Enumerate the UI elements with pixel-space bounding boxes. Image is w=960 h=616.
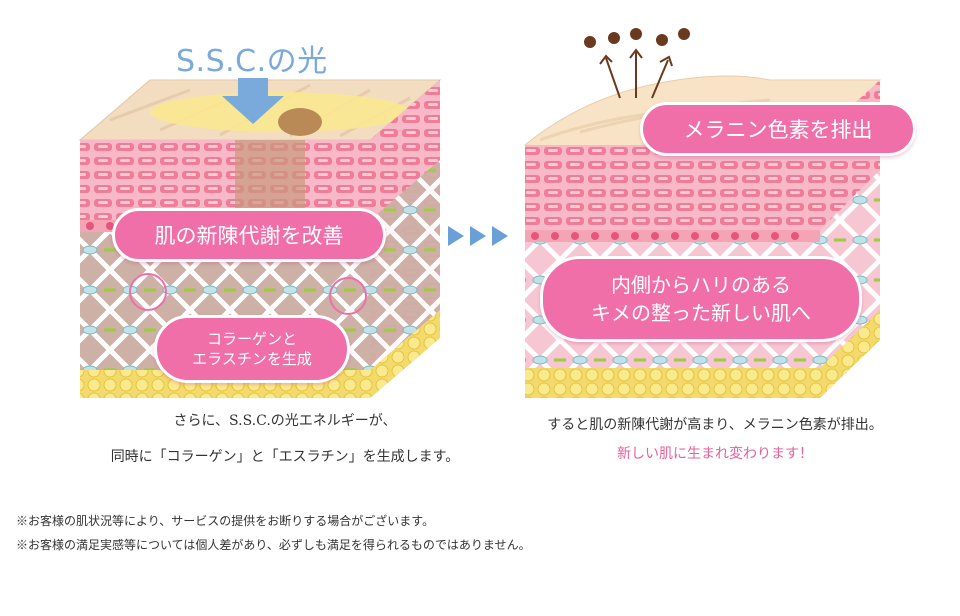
badge-collagen-line1: コラーゲンと — [206, 330, 297, 348]
progress-arrows-icon — [448, 226, 508, 246]
badge-melanin-release: メラニン色素を排出 — [640, 102, 916, 156]
disclaimer-note-2: ※お客様の満足実感等については個人差があり、必ずしも満足を得られるものではありま… — [16, 538, 531, 552]
badge-collagen: コラーゲンと エラスチンを生成 — [154, 315, 350, 383]
caption-right-line2: 新しい肌に生まれ変わります！ — [617, 446, 813, 462]
caption-right-line1: すると肌の新陳代謝が高まり、メラニン色素が排出。 — [547, 417, 883, 433]
badge-improve-metabolism: 肌の新陳代謝を改善 — [112, 208, 386, 262]
melanin-release-icon — [584, 28, 690, 99]
light-arrow-icon — [222, 78, 284, 124]
badge-new-skin-line2: キメの整った新しい肌へ — [591, 301, 811, 325]
caption-left-line2: 同時に「コラーゲン」と「エスラチン」を生成します。 — [110, 449, 460, 465]
badge-new-skin: 内側からハリのある キメの整った新しい肌へ — [540, 256, 862, 342]
disclaimer-note-1: ※お客様の肌状況等により、サービスの提供をお断りする場合がございます。 — [16, 514, 435, 528]
badge-collagen-line2: エラスチンを生成 — [192, 350, 312, 368]
badge-new-skin-line1: 内側からハリのある — [611, 273, 791, 297]
light-label: S.S.C.の光 — [176, 44, 328, 79]
caption-left-line1: さらに、S.S.C.の光エネルギーが、 — [173, 413, 397, 429]
